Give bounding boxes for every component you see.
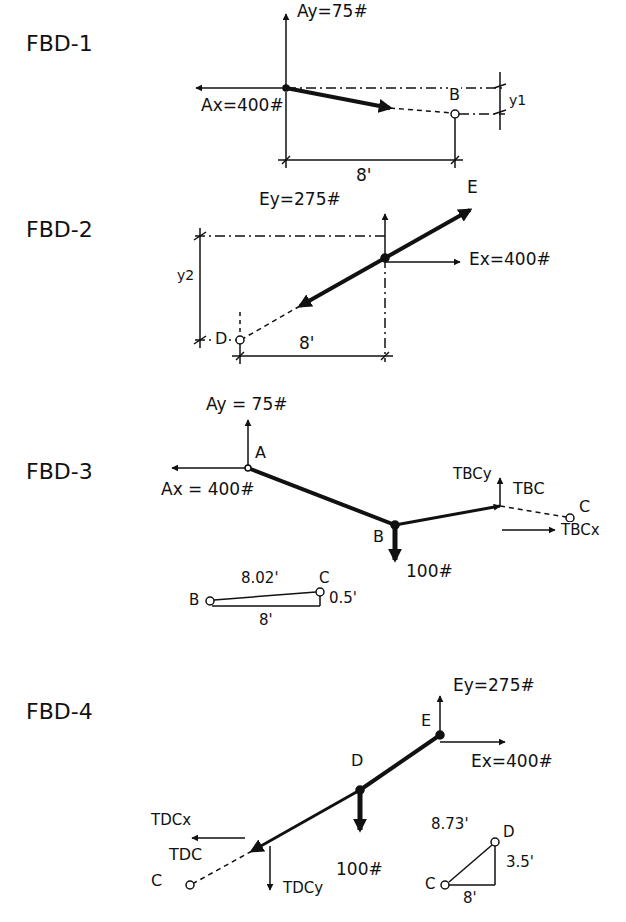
force-label: Ax = 400# (160, 480, 255, 499)
force-label: 8.02' (240, 570, 280, 587)
force-label: 8' (258, 612, 274, 629)
force-label: 8.73' (430, 816, 470, 833)
diagram-title: FBD-4 (25, 700, 94, 724)
force-label: 8' (462, 890, 478, 907)
force-label: TBCy (452, 466, 493, 483)
diagram-title: FBD-1 (25, 32, 94, 56)
force-label: Ex=400# (470, 752, 554, 771)
force-label: y1 (508, 93, 527, 108)
diagram-title: FBD-2 (25, 218, 94, 242)
force-label: 8' (355, 166, 373, 185)
force-label: B (188, 592, 200, 609)
force-label: 3.5' (505, 854, 535, 871)
force-label: A (254, 444, 267, 462)
force-label: E (466, 178, 479, 197)
force-label: D (214, 330, 228, 348)
force-label: C (318, 570, 330, 587)
force-label: E (420, 712, 432, 730)
force-label: 0.5' (328, 590, 358, 607)
force-label: Ay = 75# (205, 395, 288, 414)
force-label: Ax=400# (200, 96, 285, 115)
force-label: Ex=400# (468, 250, 552, 269)
force-label: TDC (168, 846, 203, 864)
force-label: TDCy (282, 880, 324, 897)
force-label: B (372, 528, 385, 546)
force-label: C (578, 498, 591, 516)
force-label: C (424, 876, 436, 893)
force-label: TBC (512, 480, 546, 498)
force-label: 100# (405, 562, 454, 581)
force-label: TBCx (560, 522, 601, 539)
force-label: B (448, 86, 461, 104)
force-label: D (350, 752, 364, 770)
force-label: D (502, 824, 516, 841)
force-label: 100# (335, 860, 384, 879)
diagram-title: FBD-3 (25, 460, 94, 484)
force-label: y2 (176, 268, 195, 283)
force-label: Ey=275# (452, 676, 536, 695)
force-label: Ey=275# (258, 190, 342, 209)
force-label: TDCx (150, 812, 192, 829)
force-label: C (150, 872, 163, 890)
force-label: Ay=75# (296, 2, 369, 21)
force-label: 8' (298, 334, 316, 353)
